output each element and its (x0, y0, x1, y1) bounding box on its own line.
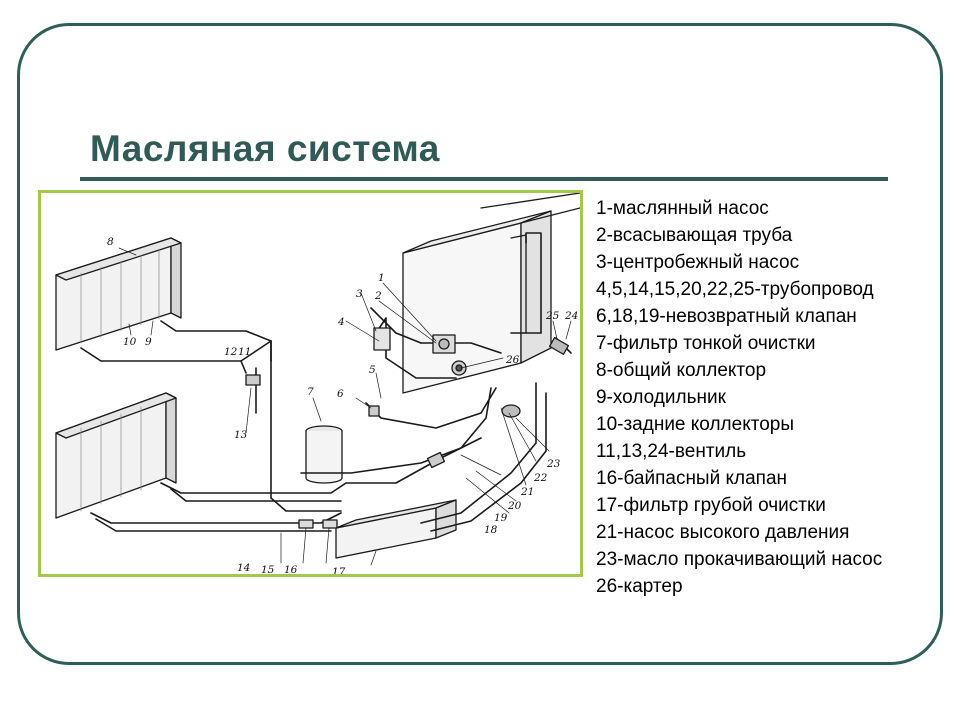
title-underline (80, 177, 888, 181)
component-legend: 1-маслянный насос 2-всасывающая труба 3-… (596, 195, 926, 600)
legend-item: 8-общий коллектор (596, 360, 767, 381)
callout-4: 4 (337, 316, 345, 328)
callout-labels: 8 10 9 1 3 2 4 12 11 5 6 7 13 14 15 16 1… (107, 236, 578, 574)
pipelines (80, 232, 572, 532)
callout-16: 16 (284, 564, 298, 574)
slide-title: Масляная система (90, 128, 440, 169)
callout-12: 12 (224, 346, 238, 358)
callout-23: 23 (546, 458, 561, 470)
callout-20: 20 (507, 500, 522, 512)
engine-crankcase (402, 193, 580, 394)
legend-item: 1-маслянный насос (596, 198, 769, 219)
legend-item: 16-байпасный клапан (596, 468, 788, 489)
callout-9: 9 (145, 336, 152, 348)
legend-item: 6,18,19-невозвратный клапан (596, 306, 857, 327)
legend-item: 21-насос высокого давления (596, 522, 850, 543)
callout-13: 13 (234, 429, 248, 441)
legend-item: 9-холодильник (596, 387, 726, 408)
callout-15: 15 (261, 564, 275, 574)
callout-11: 11 (238, 346, 251, 358)
slide-frame (17, 23, 943, 665)
legend-item: 4,5,14,15,20,22,25-трубопровод (596, 279, 874, 300)
legend-item: 3-центробежный насос (596, 252, 800, 273)
callout-5: 5 (369, 364, 376, 376)
fine-oil-filter (305, 425, 343, 484)
callout-17: 17 (332, 566, 346, 574)
coarse-oil-filter (335, 499, 457, 559)
oil-system-diagram: 8 10 9 1 3 2 4 12 11 5 6 7 13 14 15 16 1… (38, 190, 583, 577)
callout-1: 1 (378, 272, 385, 284)
legend-item: 7-фильтр тонкой очистки (596, 333, 816, 354)
legend-item: 2-всасывающая труба (596, 225, 793, 246)
legend-item: 26-картер (596, 576, 683, 597)
callout-7: 7 (307, 386, 314, 398)
callout-2: 2 (374, 290, 382, 302)
callout-14: 14 (237, 562, 250, 574)
callout-22: 22 (533, 472, 548, 484)
callout-21: 21 (520, 486, 534, 498)
callout-10: 10 (123, 336, 137, 348)
callout-3: 3 (356, 288, 363, 300)
callout-8: 8 (107, 236, 114, 248)
upper-radiator (55, 237, 182, 351)
legend-item: 23-масло прокачивающий насос (596, 549, 883, 570)
callout-25: 25 (545, 310, 560, 322)
legend-item: 17-фильтр грубой очистки (596, 495, 826, 516)
legend-item: 11,13,24-вентиль (596, 441, 747, 462)
callout-24: 24 (564, 310, 578, 322)
legend-item: 10-задние коллекторы (596, 414, 794, 435)
callout-leaders (118, 247, 572, 566)
callout-18: 18 (484, 524, 498, 536)
lower-radiator (55, 392, 177, 519)
callout-26: 26 (505, 354, 520, 366)
callout-6: 6 (337, 388, 344, 400)
callout-19: 19 (494, 512, 508, 524)
